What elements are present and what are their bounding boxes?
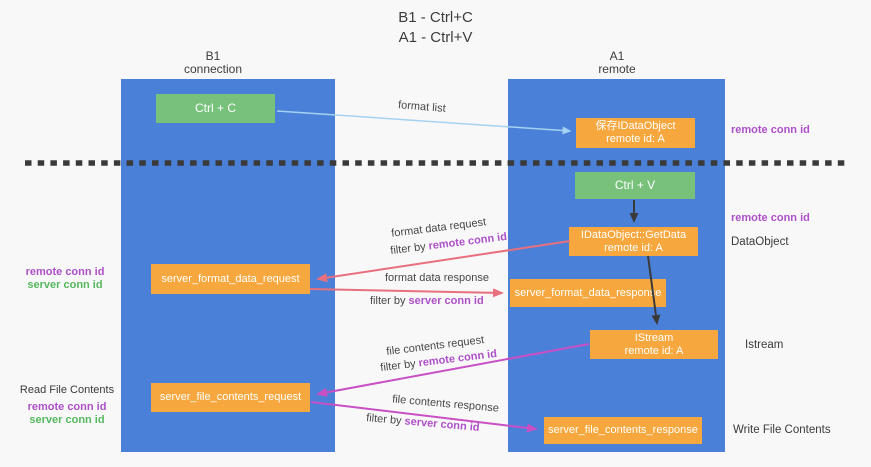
file-response-label: server_file_contents_response [548,424,698,436]
lifeline-a1-subtitle: remote [598,62,636,76]
save-dataobject-line1: 保存IDataObject [595,120,676,132]
ctrl-v-node: Ctrl + V [575,172,695,199]
label-remote-conn-id-top: remote conn id [731,124,810,136]
save-dataobject-node: 保存IDataObject remote id: A [576,118,695,148]
format-response-filter-prefix: filter by [370,295,406,307]
label-write-file-contents: Write File Contents [733,424,831,436]
label-remote-conn-id-mid: remote conn id [731,212,810,224]
label-left-file-remote-conn-id: remote conn id [27,401,107,413]
arrow-label-format-list: format list [397,99,447,115]
label-read-file-contents: Read File Contents [19,384,115,396]
ctrl-c-label: Ctrl + C [194,101,236,115]
left-file-conn-labels: Read File Contents remote conn id server… [17,384,117,427]
file-response-filter-prefix: filter by [365,412,403,428]
file-response-node: server_file_contents_response [544,417,702,444]
left-format-conn-labels: remote conn id server conn id [20,266,110,292]
arrow-label-file-contents-response: file contents response [391,393,500,415]
file-request-label: server_file_contents_request [159,391,302,403]
save-dataobject-line2: remote id: A [606,133,665,145]
ctrl-v-label: Ctrl + V [614,178,656,192]
lifeline-a1-title: A1 [609,49,625,63]
arrow-label-format-data-response: format data response [385,272,489,284]
arrow-format-data-response [309,288,504,298]
lifeline-b1-header: B1 connection [143,50,283,76]
label-istream: Istream [745,339,784,351]
title-line-2: A1 - Ctrl+V [398,29,473,46]
format-request-filter-key: remote conn id [427,230,508,253]
page-title: B1 - Ctrl+C A1 - Ctrl+V [0,8,871,48]
format-response-node: server_format_data_response [510,279,666,307]
file-request-filter-prefix: filter by [379,357,417,375]
getdata-line1: IDataObject::GetData [580,228,687,241]
format-request-filter-prefix: filter by [389,240,427,258]
label-left-format-remote-conn-id: remote conn id [25,266,105,278]
lifeline-b1-title: B1 [205,49,221,63]
label-left-format-server-conn-id: server conn id [27,279,103,291]
title-line-1: B1 - Ctrl+C [398,9,473,26]
format-response-filter-key: server conn id [408,295,484,307]
file-response-filter-key: server conn id [404,415,480,434]
format-request-label: server_format_data_request [161,272,300,285]
file-request-node: server_file_contents_request [151,383,310,412]
istream-node: IStream remote id: A [590,330,718,359]
format-request-node: server_format_data_request [151,264,310,294]
getdata-node: IDataObject::GetData remote id: A [569,227,698,256]
label-dataobject: DataObject [731,236,789,248]
label-left-file-server-conn-id: server conn id [29,414,105,426]
getdata-line2: remote id: A [604,241,663,254]
ctrl-c-node: Ctrl + C [156,94,275,123]
istream-line1: IStream [634,331,674,344]
lifeline-b1-subtitle: connection [183,62,243,76]
format-response-label: server_format_data_response [514,286,662,299]
lifeline-a1-header: A1 remote [547,50,687,76]
istream-line2: remote id: A [624,344,684,357]
